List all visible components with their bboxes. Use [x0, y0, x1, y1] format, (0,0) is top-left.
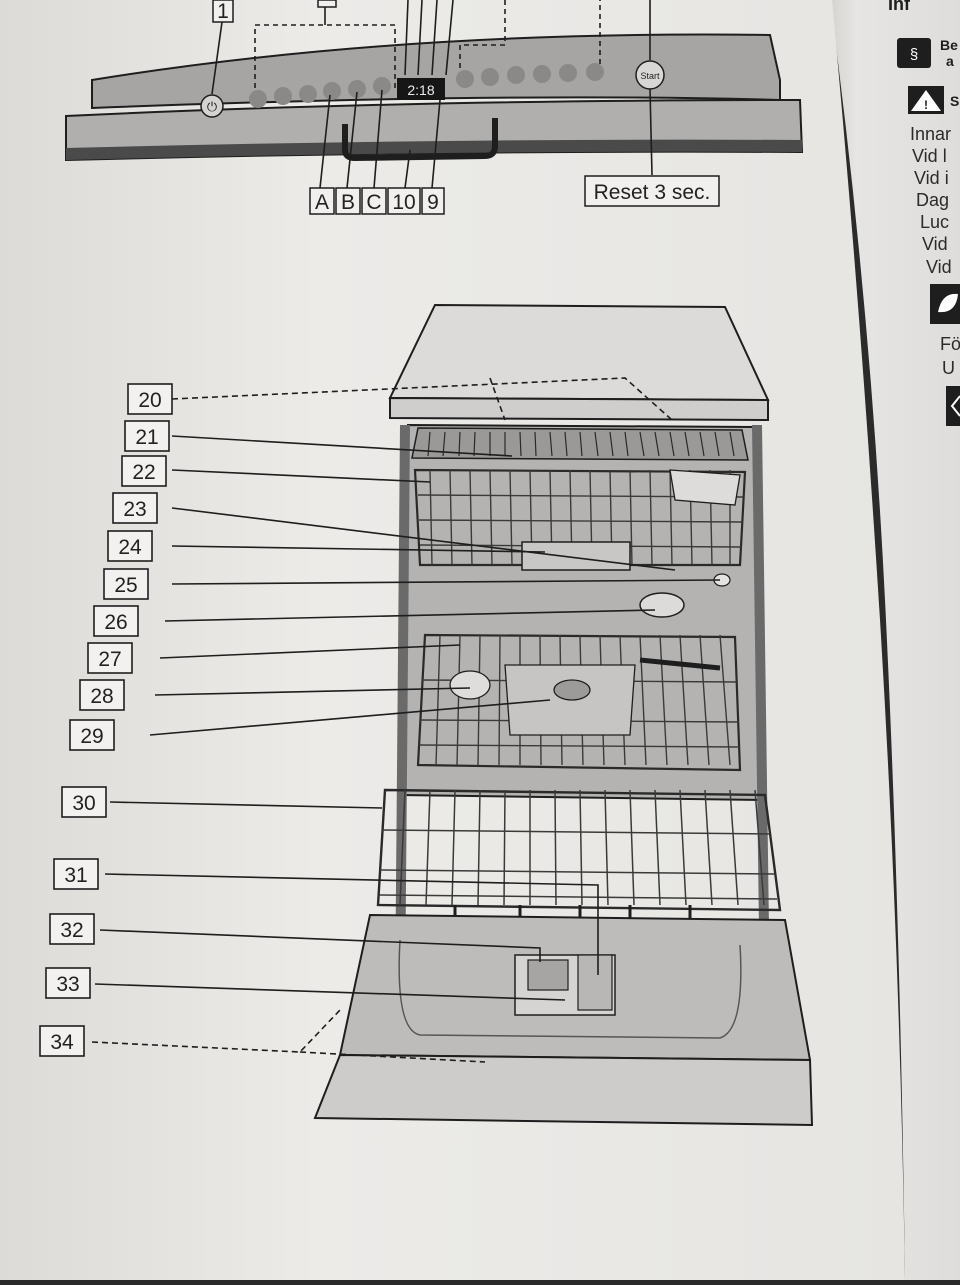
callout-25: 25: [103, 568, 149, 600]
bottom-callouts: A B C 10 9: [309, 187, 445, 215]
callout-30: 30: [61, 786, 107, 818]
svg-text:26: 26: [104, 611, 127, 634]
panel-button[interactable]: [481, 68, 499, 86]
svg-text:33: 33: [56, 973, 79, 996]
panel-button[interactable]: [299, 85, 317, 103]
callout-20: 20: [127, 383, 173, 415]
svg-text:22: 22: [132, 461, 155, 484]
svg-text:!: !: [924, 98, 928, 112]
callout-partial: [317, 0, 337, 8]
right-heading: Inf: [888, 0, 911, 14]
panel-button[interactable]: [348, 80, 366, 98]
right-line: Luc: [920, 212, 949, 232]
callout-A: A: [315, 191, 329, 214]
svg-text:25: 25: [114, 574, 137, 597]
callout-32: 32: [49, 913, 95, 945]
callout-C: C: [366, 191, 381, 214]
svg-text:29: 29: [80, 725, 103, 748]
callout-9: 9: [427, 191, 439, 214]
panel-button[interactable]: [323, 82, 341, 100]
right-page-content: Inf § Be a ! S Innar Vid l Vid i Dag Luc…: [888, 0, 960, 426]
right-line: Vid: [922, 234, 948, 254]
svg-text:20: 20: [138, 389, 161, 412]
panel-button[interactable]: [249, 90, 267, 108]
svg-text:32: 32: [60, 919, 83, 942]
panel-button[interactable]: [533, 65, 551, 83]
panel-buttons: [249, 63, 604, 108]
callout-34: 34: [39, 1025, 85, 1057]
right-line: Dag: [916, 190, 949, 210]
right-line: Fö: [940, 334, 960, 354]
control-panel: ⏻ Start 2:18: [65, 0, 804, 189]
svg-text:S: S: [950, 93, 959, 109]
svg-text:Reset 3 sec.: Reset 3 sec.: [594, 181, 711, 204]
paragraph-hand-icon: [897, 38, 931, 68]
svg-text:24: 24: [118, 536, 142, 559]
callout-26: 26: [93, 605, 139, 637]
right-line: Vid l: [912, 146, 947, 166]
callout-31: 31: [53, 858, 99, 890]
svg-text:a: a: [946, 53, 954, 69]
svg-text:31: 31: [64, 864, 87, 887]
callout-10: 10: [392, 191, 415, 214]
start-label: Start: [640, 71, 660, 81]
panel-button[interactable]: [507, 66, 525, 84]
panel-button[interactable]: [586, 63, 604, 81]
svg-text:Be: Be: [940, 37, 958, 53]
callout-28: 28: [79, 679, 125, 711]
callout-33: 33: [45, 967, 91, 999]
callout-B: B: [341, 191, 355, 214]
right-page: [830, 0, 960, 1280]
svg-text:27: 27: [98, 648, 121, 671]
right-line: Vid: [926, 257, 952, 277]
callout-1: 1: [212, 0, 234, 23]
svg-text:28: 28: [90, 685, 113, 708]
panel-button[interactable]: [274, 87, 292, 105]
display-text: 2:18: [407, 82, 434, 98]
right-line: Vid i: [914, 168, 949, 188]
dishwasher-callouts: 20 21 22 23 24 25 26 27 28 29 30 31 32 3…: [39, 383, 173, 1057]
svg-text:21: 21: [135, 426, 158, 449]
power-icon: ⏻: [207, 99, 217, 114]
power-button[interactable]: [200, 94, 224, 118]
callout-29: 29: [69, 719, 115, 751]
panel-button[interactable]: [373, 77, 391, 95]
leader-lines: [91, 377, 721, 1063]
svg-text:30: 30: [72, 792, 95, 815]
right-line: Innar: [910, 124, 951, 144]
panel-button[interactable]: [559, 64, 577, 82]
svg-text:§: §: [910, 46, 918, 63]
svg-text:23: 23: [123, 498, 146, 521]
callout-22: 22: [121, 455, 167, 487]
callout-21: 21: [124, 420, 170, 452]
svg-text:1: 1: [217, 0, 229, 23]
reset-callout: Reset 3 sec.: [584, 175, 720, 207]
svg-text:34: 34: [50, 1031, 74, 1054]
callout-23: 23: [112, 492, 158, 524]
right-line: U: [942, 358, 955, 378]
dishwasher: [313, 303, 814, 1127]
callout-24: 24: [107, 530, 153, 562]
display: [397, 78, 445, 100]
panel-button[interactable]: [456, 70, 474, 88]
callout-27: 27: [87, 642, 133, 674]
